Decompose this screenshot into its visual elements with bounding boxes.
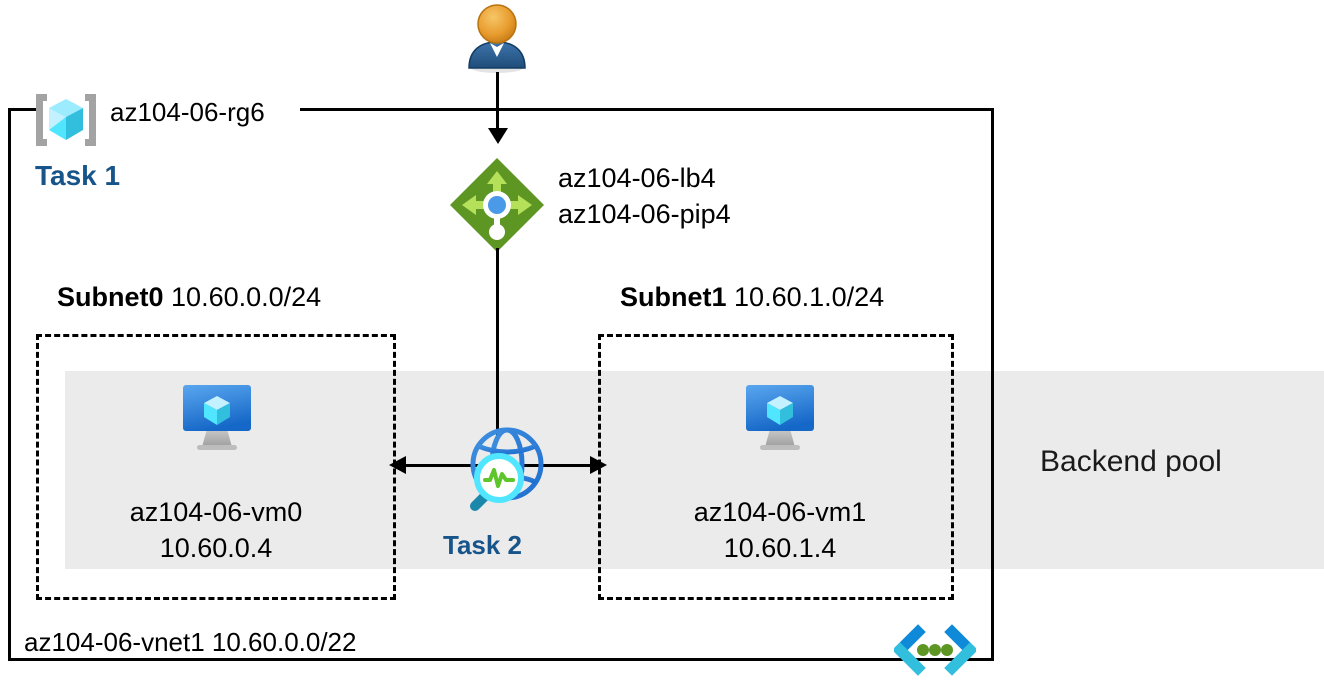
connector-subnet0-to-subnet1-arrowhead-left [389, 456, 406, 474]
connector-subnet0-to-subnet1-arrowhead-right [590, 456, 607, 474]
resource-group-border-right [991, 108, 994, 661]
load-balancer-name: az104-06-lb4 [558, 163, 716, 193]
network-watcher-icon [449, 420, 553, 524]
resource-group-border-bottom [8, 658, 994, 661]
task-2-label: Task 2 [443, 530, 523, 560]
subnet1-name: Subnet1 [620, 282, 727, 312]
load-balancer-icon [447, 155, 547, 255]
resource-group-icon [33, 92, 99, 148]
vm0-ip: 10.60.0.4 [159, 533, 273, 563]
vnet-label: az104-06-vnet1 10.60.0.0/22 [24, 627, 357, 657]
backend-pool-label: Backend pool [1040, 445, 1222, 478]
public-ip-name: az104-06-pip4 [558, 199, 731, 229]
connector-load-balancer-to-network-watcher [496, 248, 499, 438]
subnet0-name: Subnet0 [57, 282, 164, 312]
backend-pool-band [65, 371, 1324, 569]
vm1-name: az104-06-vm1 [693, 497, 867, 527]
virtual-machine-icon-vm0 [177, 381, 257, 453]
subnet1-cidr: 10.60.1.0/24 [734, 282, 885, 312]
vm1-ip: 10.60.1.4 [723, 533, 837, 563]
resource-group-name: az104-06-rg6 [110, 97, 265, 127]
user-icon [461, 2, 533, 74]
connector-user-to-load-balancer-arrowhead [488, 128, 508, 144]
resource-group-border-top-left [8, 108, 36, 111]
subnet0-cidr: 10.60.0.0/24 [171, 282, 322, 312]
subnet1-title: Subnet1 10.60.1.0/24 [620, 282, 884, 313]
task-1-label: Task 1 [35, 160, 121, 191]
resource-group-border-left [8, 108, 11, 661]
vm0-name: az104-06-vm0 [129, 497, 303, 527]
connector-user-to-load-balancer [496, 72, 499, 134]
resource-group-border-top-right [300, 108, 994, 111]
virtual-network-icon [892, 622, 978, 678]
subnet0-title: Subnet0 10.60.0.0/24 [57, 282, 321, 313]
virtual-machine-icon-vm1 [740, 381, 820, 453]
